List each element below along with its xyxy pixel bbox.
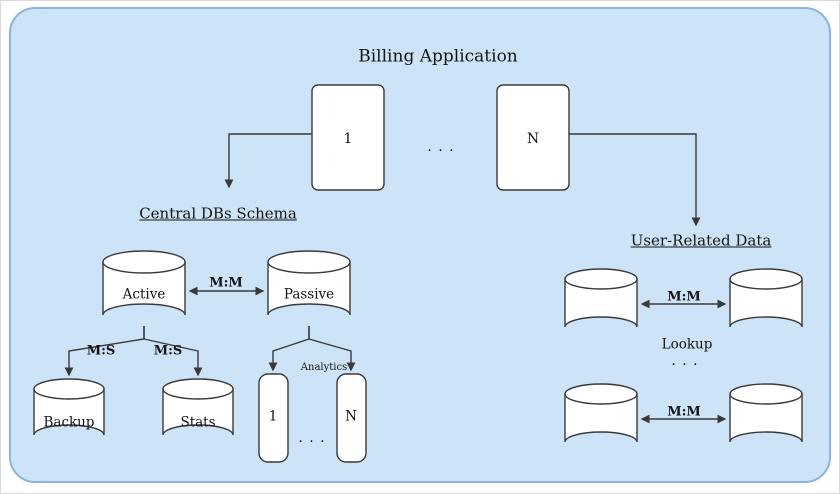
analytics-caption: Analytics — [300, 362, 348, 373]
cylinder-user-top-left — [564, 268, 638, 328]
app-ellipsis: . . . — [427, 139, 455, 155]
app-node-1-box — [311, 84, 385, 191]
diagram-background — [9, 7, 831, 483]
user-ellipsis: . . . — [671, 353, 699, 369]
app-node-n-box — [496, 84, 570, 191]
mm-user-bottom-label: M:M — [667, 404, 701, 420]
cylinder-user-bottom-left — [564, 383, 638, 443]
cylinder-user-bottom-right — [729, 383, 803, 443]
ms-backup-label: M:S — [86, 343, 116, 359]
lookup-label: Lookup — [661, 336, 713, 353]
diagram-title: Billing Application — [358, 46, 518, 67]
app-node-1-label: 1 — [343, 131, 353, 147]
analytics-box-n — [336, 373, 367, 463]
analytics-1-label: 1 — [268, 408, 278, 425]
central-heading: Central DBs Schema — [139, 204, 297, 223]
backup-label: Backup — [43, 414, 95, 431]
cylinder-passive — [267, 250, 351, 316]
passive-label: Passive — [283, 286, 335, 303]
cylinder-active — [102, 250, 186, 316]
mm-central-label: M:M — [209, 275, 243, 291]
app-node-n-label: N — [526, 131, 540, 147]
cylinder-backup — [33, 378, 105, 436]
ms-stats-label: M:S — [153, 343, 183, 359]
cylinder-user-top-right — [729, 268, 803, 328]
branch-passive-analytics-n — [308, 326, 356, 372]
active-label: Active — [122, 286, 166, 303]
analytics-ellipsis: . . . — [298, 430, 326, 446]
stats-label: Stats — [180, 414, 216, 431]
branch-active-stats — [143, 326, 203, 377]
mm-user-top-label: M:M — [667, 289, 701, 305]
connector-app-to-user-data — [569, 133, 701, 227]
user-data-heading: User-Related Data — [630, 231, 772, 250]
analytics-n-label: N — [345, 408, 357, 425]
analytics-box-1 — [258, 373, 289, 463]
cylinder-stats — [162, 378, 234, 436]
connector-app-to-central — [224, 133, 312, 189]
